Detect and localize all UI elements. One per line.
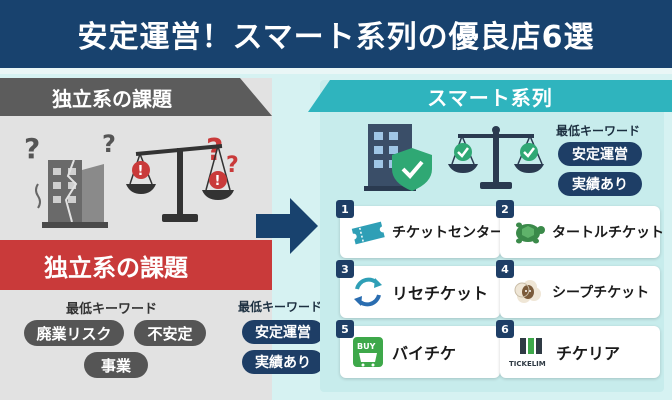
card-number: 5 xyxy=(336,320,354,338)
svg-text:TICKELIM: TICKELIM xyxy=(509,360,546,368)
card-label: リセチケット xyxy=(392,284,489,303)
svg-text:?: ? xyxy=(226,153,239,178)
svg-text:!: ! xyxy=(215,174,221,189)
keyword-pill: 廃業リスク xyxy=(24,320,124,346)
keyword-pill: 事業 xyxy=(84,352,148,378)
balanced-scale-icon xyxy=(448,126,544,189)
independent-panel-header: 独立系の課題 xyxy=(0,78,272,116)
card-label: チケットセンター xyxy=(392,225,504,241)
unbalanced-scale-icon: ? ? ! ! xyxy=(126,133,239,222)
svg-text:?: ? xyxy=(102,130,116,158)
page-title: 安定運営！スマート系列の優良店6選 xyxy=(77,20,595,55)
smart-series-title: スマート系列 xyxy=(427,85,553,110)
card-label: シープチケット xyxy=(552,285,650,301)
page-header: 安定運営！スマート系列の優良店6選 xyxy=(0,0,672,68)
independent-issue-title: 独立系の課題 xyxy=(44,253,188,282)
left-keyword-label: 最低キーワード xyxy=(66,302,158,317)
right-arrow-icon xyxy=(256,198,318,254)
card-number: 2 xyxy=(496,200,514,218)
broken-building-icon: ? ? xyxy=(24,130,116,228)
keyword-pill: 安定運営 xyxy=(558,142,642,166)
shop-card-chikeria[interactable]: 6 TICKELIM チケリア xyxy=(496,320,660,378)
shop-card-bai-chike[interactable]: 5 BUY バイチケ xyxy=(336,320,500,378)
svg-text:!: ! xyxy=(138,164,144,179)
middle-keyword-label: 最低キーワード xyxy=(238,300,323,314)
recycle-icon xyxy=(348,272,388,312)
keyword-pill: 安定運営 xyxy=(242,320,324,344)
shop-card-sheep-ticket[interactable]: 4 シープチケット xyxy=(496,260,660,318)
ticket-logo-icon: TICKELIM xyxy=(508,332,552,372)
turtle-icon xyxy=(508,212,548,252)
right-keyword-label: 最低キーワード xyxy=(556,124,641,138)
shop-card-turtle-ticket[interactable]: 2 タートルチケット xyxy=(496,200,664,258)
independent-panel-title: 独立系の課題 xyxy=(52,86,172,111)
shop-card-ticket-center[interactable]: 1 チケットセンター xyxy=(336,200,504,258)
svg-text:?: ? xyxy=(206,133,223,168)
card-number: 3 xyxy=(336,260,354,278)
keyword-pill: 実績あり xyxy=(242,350,324,374)
independent-panel xyxy=(0,78,272,400)
header-divider xyxy=(0,68,672,74)
card-label: バイチケ xyxy=(392,344,457,363)
card-number: 6 xyxy=(496,320,514,338)
buy-bag-icon: BUY xyxy=(348,332,388,372)
card-number: 4 xyxy=(496,260,514,278)
shop-card-rese-ticket[interactable]: 3 リセチケット xyxy=(336,260,500,318)
keyword-pill: 実績あり xyxy=(558,172,642,196)
smart-series-header: スマート系列 xyxy=(308,80,672,112)
svg-text:?: ? xyxy=(24,132,40,165)
card-number: 1 xyxy=(336,200,354,218)
secure-building-icon xyxy=(364,124,432,191)
ticket-icon xyxy=(348,212,388,252)
independent-issue-banner: 独立系の課題 xyxy=(0,240,272,290)
svg-text:BUY: BUY xyxy=(357,342,376,351)
keyword-pill: 不安定 xyxy=(134,320,206,346)
card-label: タートルチケット xyxy=(552,225,664,241)
sheep-icon xyxy=(508,272,548,312)
card-label: チケリア xyxy=(556,344,621,363)
